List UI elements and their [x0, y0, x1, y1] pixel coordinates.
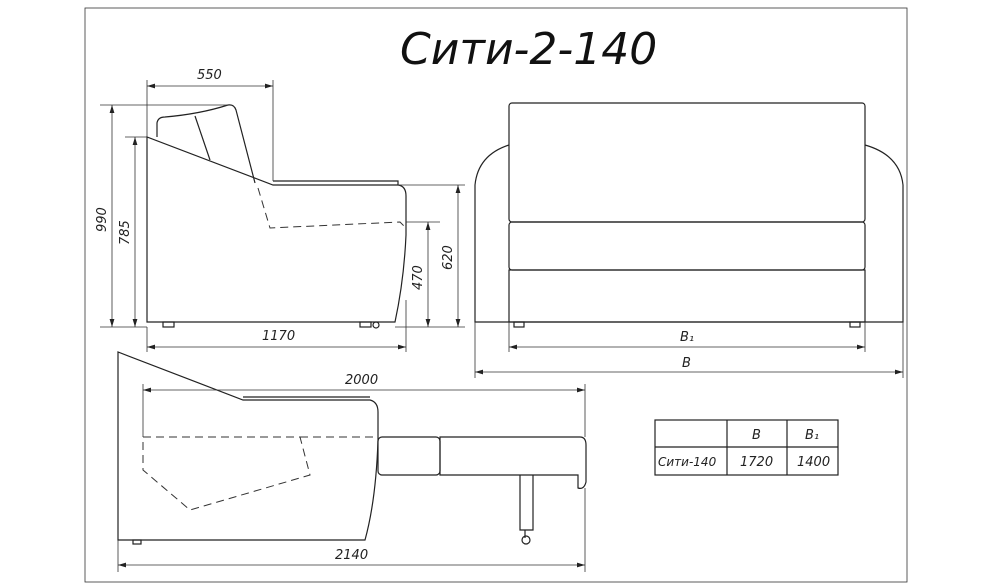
front-right-arm [864, 144, 904, 323]
front-backrest [508, 102, 866, 223]
table-cell-model: Сити-140 [658, 455, 717, 469]
table-header-b1: B₁ [805, 428, 819, 443]
dimension-table: B B₁ Сити-140 1720 1400 [654, 419, 839, 476]
dim-2140: 2140 [335, 548, 368, 563]
unfolded-body [117, 351, 379, 541]
side-seat-hidden [257, 187, 407, 229]
front-view: B₁ B [474, 102, 904, 378]
dim-550: 550 [197, 68, 222, 83]
front-base [508, 269, 866, 323]
dim-990: 990 [95, 207, 110, 232]
sheet-frame [84, 7, 908, 583]
unfolded-mattress-2 [439, 436, 587, 489]
side-view: 550 990 785 620 470 1170 [95, 68, 465, 352]
drawing-title: Сити-2-140 [400, 24, 657, 75]
dim-470: 470 [411, 265, 426, 290]
foot [162, 321, 175, 328]
dim-b1: B₁ [680, 330, 694, 345]
unfolded-mattress-1 [377, 436, 441, 476]
table-header-b: B [752, 428, 761, 443]
unfolded-mattress-hidden [142, 436, 378, 511]
side-body [146, 136, 407, 323]
dim-620: 620 [441, 245, 456, 270]
table-cell-b1: 1400 [797, 455, 830, 470]
unfolded-view: 2000 2140 [117, 351, 587, 572]
dim-b: B [682, 356, 691, 371]
dim-785: 785 [118, 220, 133, 245]
front-left-arm [474, 144, 510, 323]
front-seat-cushion [508, 221, 866, 271]
dim-2000: 2000 [345, 373, 378, 388]
dim-1170: 1170 [262, 329, 295, 344]
unfolded-mechanism [519, 475, 534, 538]
table-cell-b: 1720 [740, 455, 773, 470]
foot [359, 321, 372, 328]
side-backrest [156, 104, 256, 184]
